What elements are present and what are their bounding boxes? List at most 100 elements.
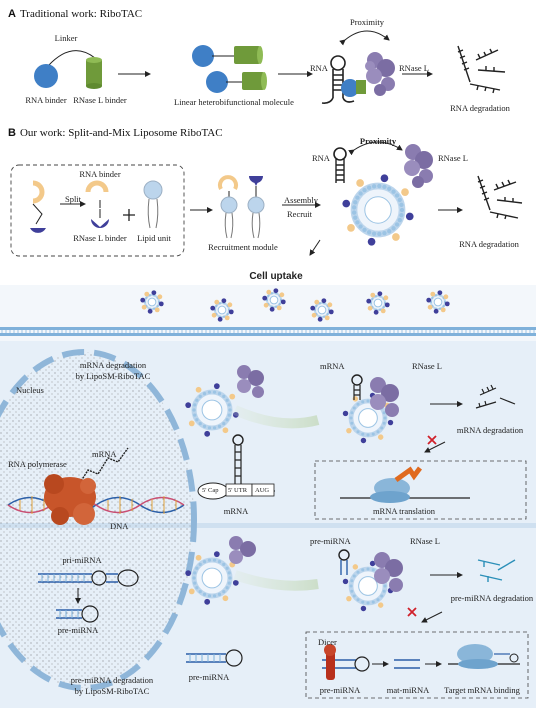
pre-mirna-box-label: pre-miRNA bbox=[319, 685, 361, 695]
proximity-label-a: Proximity bbox=[349, 17, 385, 27]
mat-mirna-label: mat-miRNA bbox=[386, 685, 430, 695]
cell-membrane bbox=[0, 327, 536, 336]
dna-helix bbox=[7, 496, 185, 514]
cell-uptake-label: Cell uptake bbox=[249, 271, 303, 282]
pri-mirna-label: pri-miRNA bbox=[62, 555, 102, 565]
rnase-l-cluster-mrna bbox=[237, 365, 264, 398]
block-cross-pre bbox=[407, 607, 417, 617]
transition-arrow-mrna bbox=[232, 405, 320, 429]
pre-mirna-degradation-label: pre-miRNA degradation bbox=[450, 593, 534, 603]
target-binding-shape bbox=[448, 644, 520, 669]
rnase-binder-lobe bbox=[91, 209, 109, 228]
rna-polymerase-shape bbox=[44, 474, 96, 525]
aug-label: AUG bbox=[255, 487, 270, 494]
cap-label: 5' Cap bbox=[202, 487, 219, 494]
dicer-shape bbox=[322, 644, 370, 680]
recruitment-module-label: Recruitment module bbox=[208, 242, 278, 252]
mrna-label-top: mRNA bbox=[320, 361, 345, 371]
rnase-l-cluster-pre bbox=[229, 536, 256, 564]
nucleus-label: Nucleus bbox=[16, 385, 44, 395]
target-binding-label: Target mRNA binding bbox=[444, 685, 520, 695]
linker-line bbox=[47, 50, 96, 67]
uptake-liposomes bbox=[140, 288, 450, 322]
dicer-label: Dicer bbox=[318, 637, 337, 647]
nucleus-envelope bbox=[0, 349, 197, 691]
mrna-construct bbox=[197, 434, 275, 500]
rnase-l-label-mrna: RNase L bbox=[412, 361, 442, 371]
dicer-box bbox=[305, 631, 529, 699]
mrna-degradation-label: mRNA degradation bbox=[456, 425, 524, 435]
rna-binder-label-a: RNA binder bbox=[25, 95, 67, 105]
mrna-degradation-title-2: by LipoSM-RiboTAC bbox=[75, 371, 151, 381]
mrna-label-nucleus: mRNA bbox=[92, 449, 117, 459]
pre-mirna-hairpin-top bbox=[338, 549, 350, 575]
proximity-label-b: Proximity bbox=[359, 136, 397, 146]
ribosome-shape bbox=[340, 466, 470, 503]
translation-box bbox=[314, 460, 527, 520]
pri-mirna-shape bbox=[38, 569, 139, 587]
pre-degradation-title-2: by LipoSM-RiboTAC bbox=[74, 686, 150, 696]
transition-arrow-pre bbox=[233, 570, 319, 591]
mrna-degradation-title-1: mRNA degradation bbox=[79, 360, 147, 370]
linker-label: Linker bbox=[54, 33, 78, 43]
rnase-l-binder-label-a: RNase L binder bbox=[73, 95, 127, 105]
pre-mirna-label-bottom: pre-miRNA bbox=[188, 672, 230, 682]
rna-fragments-a bbox=[457, 45, 506, 94]
rnase-l-protein-b bbox=[404, 144, 433, 188]
recruit-label: Recruit bbox=[287, 209, 313, 219]
rnase-l-cluster-pre-2 bbox=[374, 552, 403, 592]
rnase-l-label-a: RNase L bbox=[399, 63, 429, 73]
cell-region bbox=[0, 285, 536, 708]
degradation-label-b: RNA degradation bbox=[459, 239, 519, 249]
rna-binder-label-b: RNA binder bbox=[79, 169, 121, 179]
section-divider bbox=[0, 523, 536, 528]
dna-label: DNA bbox=[110, 521, 129, 531]
mrna-strand bbox=[77, 447, 129, 487]
proximity-arrow-a bbox=[339, 30, 390, 46]
mrna-fragments bbox=[475, 384, 516, 409]
pre-mirna-label-nucleus: pre-miRNA bbox=[57, 625, 99, 635]
mat-mirna-shape bbox=[394, 659, 420, 669]
linear-molecule-1 bbox=[192, 45, 263, 67]
split-molecule bbox=[30, 180, 46, 233]
rna-polymerase-label: RNA polymerase bbox=[8, 459, 67, 469]
split-box bbox=[10, 164, 185, 257]
block-cross-mrna bbox=[427, 435, 437, 445]
panel-b bbox=[10, 141, 523, 257]
pre-mirna-fragments bbox=[477, 559, 516, 582]
rnase-l-label-b: RNase L bbox=[438, 153, 468, 163]
proximity-arrow-b bbox=[348, 141, 403, 156]
liposome-large bbox=[342, 174, 414, 246]
rnase-l-protein-a bbox=[365, 52, 395, 96]
lipid-unit bbox=[143, 180, 163, 229]
arrow-pre-block bbox=[421, 611, 443, 623]
molecule-label: Linear heterobifunctional molecule bbox=[174, 97, 294, 107]
pre-mirna-bottom-shape bbox=[186, 649, 243, 667]
mrna-translation-label: mRNA translation bbox=[372, 506, 436, 516]
recruitment-module bbox=[218, 175, 265, 239]
rnase-l-binder-shape bbox=[86, 57, 102, 89]
rnase-l-label-pre: RNase L bbox=[410, 536, 440, 546]
rna-hairpin-b bbox=[333, 147, 347, 183]
pre-mirna-nucleus-shape bbox=[56, 605, 99, 623]
nucleus-fill bbox=[0, 352, 194, 688]
rna-fragments-b bbox=[477, 175, 523, 220]
rna-label-a: RNA bbox=[310, 63, 328, 73]
rnase-l-cluster-mrna-2 bbox=[370, 377, 399, 417]
arrow-mrna-block bbox=[424, 441, 446, 453]
assembly-label: Assembly bbox=[284, 195, 318, 205]
lipid-unit-label: Lipid unit bbox=[137, 233, 171, 243]
rna-binder-lobe bbox=[85, 180, 109, 208]
panel-a bbox=[34, 30, 506, 104]
pre-mirna-label-top: pre-miRNA bbox=[310, 536, 351, 546]
mrna-hairpin-top bbox=[351, 374, 363, 400]
pre-degradation-title-1: pre-miRNA degradation bbox=[70, 675, 154, 685]
mrna-label-bottom: mRNA bbox=[223, 506, 249, 516]
linear-molecule-2 bbox=[206, 71, 267, 93]
liposome-pre-1 bbox=[185, 551, 239, 605]
plus-sign bbox=[123, 209, 135, 221]
utr-label: 5' UTR bbox=[228, 487, 248, 494]
